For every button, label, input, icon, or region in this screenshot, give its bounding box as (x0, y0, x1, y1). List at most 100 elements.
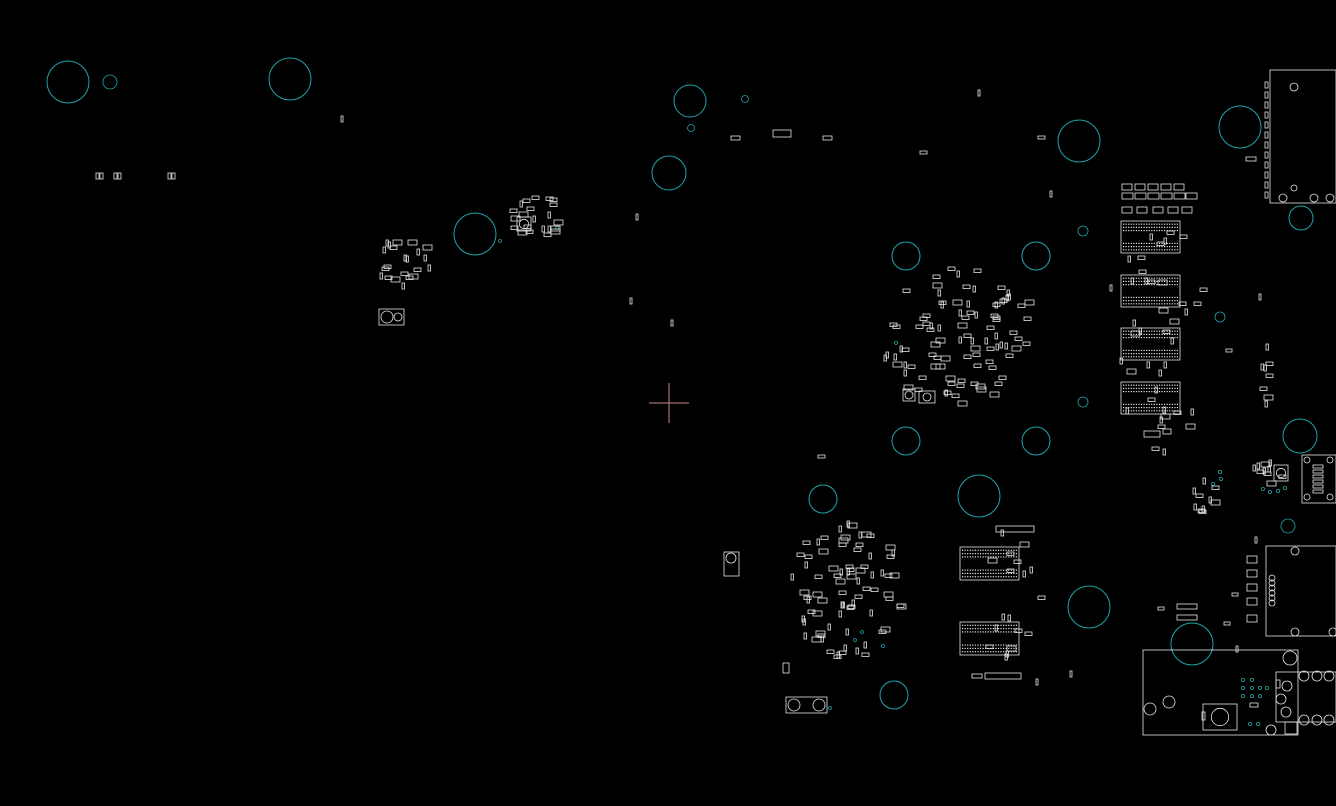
bga-ball (1130, 280, 1132, 282)
bga-ball (1143, 284, 1145, 286)
component (817, 454, 826, 459)
component (943, 390, 952, 395)
component (868, 552, 872, 560)
bga-ball (1138, 353, 1140, 355)
bga-ball (1128, 230, 1130, 232)
bga-ball (987, 549, 989, 551)
bga-ball (1138, 242, 1140, 244)
mounting-hole (1170, 622, 1214, 666)
bga-ball (1164, 296, 1166, 298)
component (919, 150, 928, 155)
bga-ball (990, 624, 992, 626)
bga-ball (1010, 556, 1012, 558)
bga-ball (1176, 353, 1178, 355)
bga-ball (1164, 280, 1166, 282)
component (957, 322, 968, 329)
bga-ball (1156, 230, 1158, 232)
connector-pin (1326, 493, 1334, 501)
crosshair-icon[interactable] (649, 383, 689, 423)
bga-ball (1166, 242, 1168, 244)
component (838, 525, 842, 533)
bga-ball (1156, 356, 1158, 358)
component (413, 267, 422, 272)
bga-ball (1151, 230, 1153, 232)
bga-ball (995, 572, 997, 574)
bga-ball (1133, 384, 1135, 386)
ic-package (1202, 703, 1238, 731)
ic-package (918, 390, 936, 404)
bga-ball (1161, 223, 1163, 225)
bga-ball (1133, 391, 1135, 393)
bga-ball (1156, 303, 1158, 305)
bga-ball (1128, 384, 1130, 386)
bga-ball (1158, 303, 1161, 305)
bga-ball (1153, 391, 1155, 393)
component (549, 197, 558, 202)
component (1173, 183, 1185, 191)
component (1259, 386, 1268, 391)
connector-pad (1264, 151, 1269, 159)
component (1143, 430, 1161, 438)
bga-ball (1166, 403, 1168, 405)
bga-ball (1000, 553, 1002, 555)
bga-ball (1146, 387, 1148, 389)
component (970, 345, 981, 352)
bga-ball (1130, 226, 1132, 228)
bga-ball (1151, 223, 1153, 225)
bga-ball (974, 549, 976, 551)
bga-ball (1166, 333, 1168, 335)
component (803, 632, 807, 640)
bga-ball (979, 628, 982, 630)
bga-ball (1171, 296, 1173, 298)
bga-ball (1153, 277, 1155, 279)
bga-ball (1133, 387, 1135, 389)
bga-ball (1166, 296, 1168, 298)
bga-ball (967, 651, 969, 653)
bga-ball (1008, 628, 1010, 630)
component (1190, 408, 1194, 416)
bga-ball (1013, 631, 1015, 633)
bga-ball (1000, 628, 1002, 630)
bga-ball (1156, 330, 1158, 332)
bga-ball (962, 553, 964, 555)
connector-pad (1312, 474, 1324, 479)
bga-ball (995, 624, 997, 626)
component (919, 316, 928, 321)
bga-ball (1000, 624, 1002, 626)
bga-ball (1125, 387, 1127, 389)
bga-ball (1169, 333, 1171, 335)
mounting-hole (1057, 119, 1101, 163)
component (382, 246, 386, 254)
component (117, 172, 122, 180)
bga-ball (1130, 296, 1132, 298)
bga-ball (985, 631, 987, 633)
bga-ball (1010, 628, 1012, 630)
bga-ball (977, 553, 979, 555)
bga-ball (1166, 223, 1168, 225)
bga-ball (1140, 407, 1143, 409)
component (999, 341, 1003, 349)
component (545, 196, 554, 201)
bga-ball (1128, 303, 1130, 305)
bga-ball (1133, 230, 1135, 232)
bga-ball (1171, 284, 1173, 286)
bga-ball (1164, 403, 1166, 405)
bga-ball (1138, 330, 1140, 332)
bga-ball (1151, 356, 1153, 358)
bga-ball (1151, 277, 1153, 279)
bga-ball (1135, 330, 1137, 332)
component (828, 565, 839, 572)
bga-ball (990, 556, 992, 558)
bga-ball (1174, 391, 1176, 393)
bga-ball (1000, 644, 1002, 646)
bga-ball (1003, 549, 1005, 551)
via (1241, 694, 1246, 699)
bga-ball (1005, 647, 1007, 649)
component (1157, 424, 1166, 429)
bga-ball (1135, 353, 1137, 355)
bga-ball (1135, 337, 1137, 339)
bga-ball (1146, 410, 1148, 412)
component (930, 341, 941, 348)
bga-ball (1135, 407, 1137, 409)
